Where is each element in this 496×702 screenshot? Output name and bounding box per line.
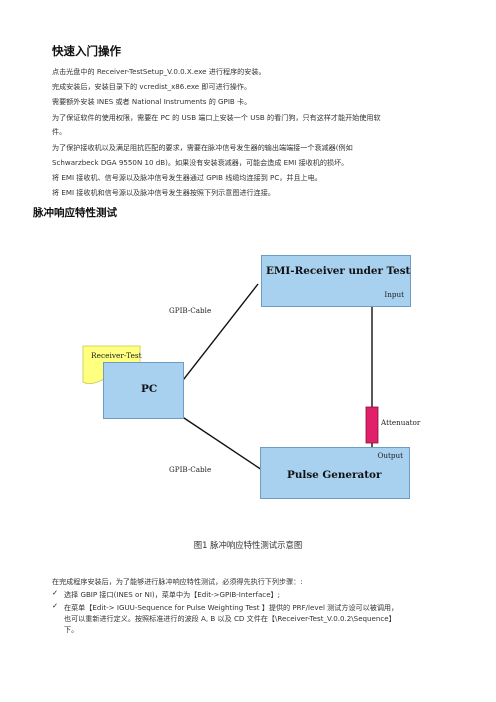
receiver-box: EMI-Receiver under Test Input — [261, 255, 411, 307]
paragraph-line: 将 EMI 接收机、信号源以及脉冲信号发生器通过 GPIB 线缆均连接到 PC，… — [52, 173, 322, 182]
step-line: 下。 — [64, 625, 79, 634]
step-line: 选择 GBIP 接口(INES or NI)，菜单中为【Edit->GPIB-I… — [64, 590, 281, 599]
pulse-generator-box: Output Pulse Generator — [260, 447, 410, 499]
gpib-cable-bottom-label: GPIB-Cable — [169, 465, 212, 474]
paragraph-line: 点击光盘中的 Receiver-TestSetup_V.0.0.X.exe 进行… — [52, 67, 266, 76]
step-line: 在菜单【Edit-> IGUU-Sequence for Pulse Weigh… — [64, 603, 399, 612]
generator-output-label: Output — [377, 451, 403, 460]
software-label: Receiver-Test — [91, 351, 142, 360]
receiver-input-label: Input — [384, 290, 404, 299]
gpib-cable-top-line — [179, 283, 259, 385]
gpib-cable-bottom-line — [171, 409, 263, 471]
paragraph-line: 为了保证软件的使用权限，需要在 PC 的 USB 端口上安装一个 USB 的看门… — [52, 113, 381, 122]
paragraph-line: 为了保护接收机以及满足阻抗匹配的要求，需要在脉冲信号发生器的输出端端接一个衰减器… — [52, 143, 353, 152]
paragraph-line: Schwarzbeck DGA 9550N 10 dB)。如果没有安装衰减器，可… — [52, 158, 349, 167]
checkmark-icon: ✓ — [52, 588, 59, 597]
attenuator-label: Attenuator — [381, 418, 421, 427]
section-title: 脉冲响应特性测试 — [33, 207, 117, 219]
generator-title: Pulse Generator — [287, 469, 382, 481]
steps-intro: 在完成程序安装后，为了能够进行脉冲响应特性测试，必须得先执行下列步骤：: — [52, 577, 303, 586]
pc-box: PC — [103, 362, 184, 419]
attenuator-block — [365, 406, 379, 444]
gpib-cable-top-label: GPIB-Cable — [169, 306, 212, 315]
paragraph-line: 需要额外安装 INES 或者 National Instruments 的 GP… — [52, 97, 252, 106]
step-line: 也可以重新进行定义。按照标准进行的波段 A, B 以及 CD 文件在【\Rece… — [64, 614, 396, 623]
checkmark-icon: ✓ — [52, 601, 59, 610]
figure-caption: 图1 脉冲响应特性测试示意图 — [193, 540, 303, 550]
page-heading: 快速入门操作 — [52, 44, 121, 58]
paragraph-line: 将 EMI 接收机和信号源以及脉冲信号发生器按照下列示意图进行连接。 — [52, 188, 275, 197]
pc-title: PC — [141, 383, 158, 395]
paragraph-line: 件。 — [52, 127, 67, 136]
receiver-title: EMI-Receiver under Test — [266, 265, 411, 277]
connection-diagram: EMI-Receiver under Test Input PC Receive… — [80, 222, 420, 512]
paragraph-line: 完成安装后，安装目录下的 vcredist_x86.exe 即可进行操作。 — [52, 82, 252, 91]
